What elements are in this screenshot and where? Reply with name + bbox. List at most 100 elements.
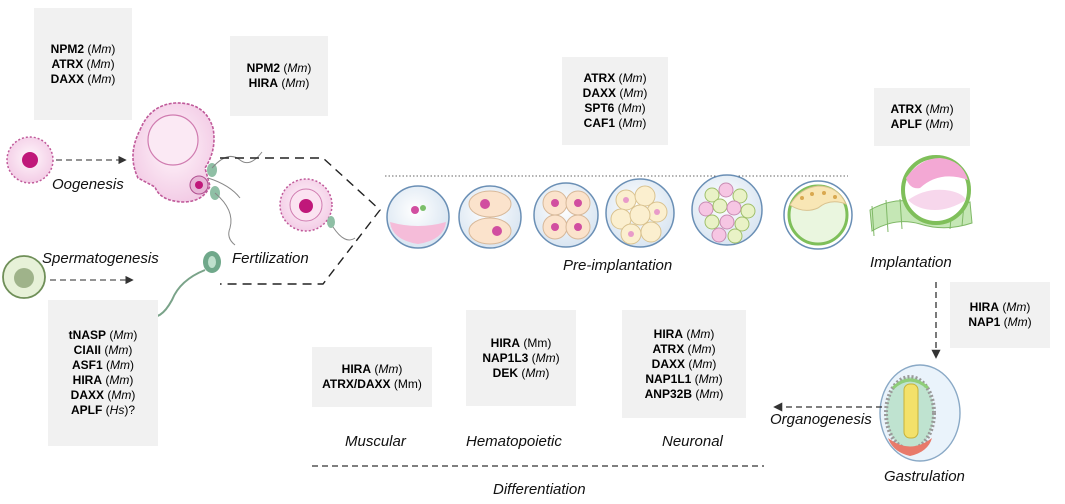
gene-entry: DEK (Mm) [492,365,550,380]
box-oocyte: NPM2 (Mm)ATRX (Mm)DAXX (Mm) [34,8,132,120]
species-tag: Mm [108,343,129,357]
species-tag: Mm [525,365,546,380]
gene-name: ASF1 [71,358,103,372]
gene-name: SPT6 [584,101,615,115]
gene-name: CAF1 [583,116,615,130]
label-differentiation: Differentiation [493,481,586,498]
gene-entry: ATRX (Mm) [51,56,115,71]
implantation-embryo [869,155,973,237]
gene-name: HIRA [341,362,371,376]
gene-entry: ATRX (Mm) [583,71,647,85]
sperm-cell [147,251,221,318]
gene-entry: HIRA (Mm) [653,326,715,341]
gene-name: APLF [70,403,103,417]
gene-name: ATRX [890,102,923,116]
gastrula [879,364,961,462]
gene-entry: DAXX (Mm) [50,71,116,86]
gene-entry: HIRA (Mm) [969,300,1031,314]
gene-name: CIAII [73,343,101,357]
label-spermatogenesis: Spermatogenesis [42,250,159,267]
species-tag: Mm [692,356,713,371]
species-tag: Mm [285,76,306,90]
gene-name: HIRA [490,335,520,350]
species-tag: Mm [929,117,950,131]
gene-entry: DAXX (Mm) [651,356,717,371]
gene-name: ATRX/DAXX [322,377,391,391]
gene-entry: NPM2 (Mm) [50,41,116,56]
gene-entry: DAXX (Mm) [582,86,648,100]
gene-entry: ANP32B (Mm) [644,386,724,401]
label-preimplantation: Pre-implantation [563,257,673,274]
gene-entry: HIRA (Mm) [341,362,403,376]
embryo-morula [691,174,763,246]
box-neuronal: HIRA (Mm)ATRX (Mm)DAXX (Mm)NAP1L1 (Mm)AN… [622,310,746,418]
gene-name: DAXX [582,86,616,100]
gene-name: DAXX [70,388,104,402]
label-fertilization: Fertilization [232,250,309,267]
mature-oocyte [132,102,263,246]
label-hematopoietic: Hematopoietic [466,433,562,450]
box-fertilization: NPM2 (Mm)HIRA (Mm) [230,36,328,116]
spermatocyte [2,255,46,299]
box-preimplantation: ATRX (Mm)DAXX (Mm)SPT6 (Mm)CAF1 (Mm) [562,57,668,145]
species-tag: Mm [287,61,308,75]
gene-name: DAXX [651,356,685,371]
box-sperm: tNASP (Mm)CIAII (Mm)ASF1 (Mm)HIRA (Mm)DA… [48,300,158,446]
species-tag: Mm [113,328,134,342]
species-tag: Mm [91,41,112,56]
species-tag: Mm [621,101,642,115]
gene-name: NPM2 [50,41,84,56]
fertilization-chevron [220,157,381,285]
gene-name: NAP1 [968,315,1001,329]
embryo-8-cell [605,178,675,248]
label-gastrulation: Gastrulation [884,468,965,485]
gene-name: ATRX [51,56,84,71]
species-tag: Mm [691,341,712,356]
species-tag: Mm [111,388,132,402]
gene-entry: DAXX (Mm) [70,388,136,402]
gene-name: HIRA [653,326,683,341]
label-oogenesis: Oogenesis [52,176,124,193]
gene-name: DAXX [50,71,84,86]
species-tag: Mm [623,86,644,100]
gene-entry: ATRX/DAXX (Mm) [322,377,422,391]
species-tag: Mm [527,335,548,350]
species-tag: Hs [109,403,125,417]
gene-name: APLF [890,117,922,131]
gene-name: HIRA [248,76,278,90]
gene-name: NPM2 [246,61,280,75]
gene-entry: CIAII (Mm) [73,343,133,357]
gene-name: NAP1L3 [482,350,529,365]
box-hematopoietic: HIRA (Mm)NAP1L3 (Mm)DEK (Mm) [466,310,576,406]
species-tag: Mm [378,362,399,376]
uncertain-mark: ? [128,403,136,417]
gene-entry: NAP1 (Mm) [968,315,1032,329]
species-tag: Mm [698,371,719,386]
zygote [279,178,356,241]
gene-entry: ATRX (Mm) [652,341,716,356]
gene-entry: CAF1 (Mm) [583,116,647,130]
label-neuronal: Neuronal [662,433,723,450]
gene-entry: APLF (Mm) [890,117,954,131]
gene-entry: HIRA (Mm) [72,373,134,387]
species-tag: Mm [690,326,711,341]
box-muscular: HIRA (Mm)ATRX/DAXX (Mm) [312,347,432,407]
species-tag: Mm [699,386,720,401]
label-muscular: Muscular [345,433,406,450]
species-tag: Mm [91,71,112,86]
gene-entry: ATRX (Mm) [890,102,954,116]
gene-name: NAP1L1 [645,371,692,386]
label-organogenesis: Organogenesis [770,411,872,428]
gene-name: ATRX [652,341,685,356]
species-tag: Mm [535,350,556,365]
gene-name: HIRA [72,373,102,387]
gene-entry: APLF (Hs)? [70,403,136,417]
species-tag: Mm [622,116,643,130]
gene-entry: NAP1L1 (Mm) [645,371,723,386]
gene-name: HIRA [969,300,999,314]
species-tag: Mm [929,102,950,116]
gene-entry: NAP1L3 (Mm) [482,350,560,365]
gene-entry: ASF1 (Mm) [71,358,135,372]
box-implantation: ATRX (Mm)APLF (Mm) [874,88,970,146]
